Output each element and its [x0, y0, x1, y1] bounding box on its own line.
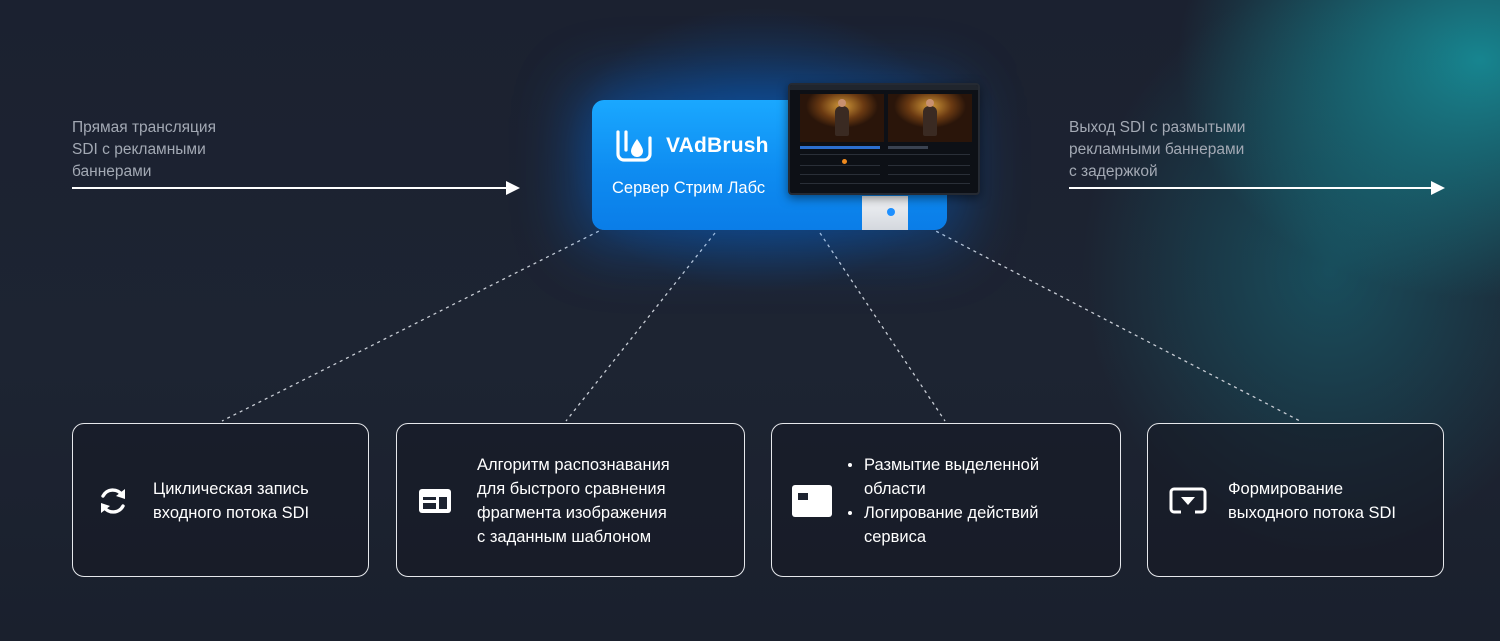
connector-line-2: [565, 232, 716, 422]
feature-text: Формирование выходного потока SDI: [1228, 480, 1396, 522]
monitor-stand: [862, 196, 908, 230]
feature-cyclic-recording: Циклическая запись входного потока SDI: [72, 423, 369, 577]
input-arrow: [72, 181, 520, 195]
feature-text: Алгоритм распознавания для быстрого срав…: [477, 456, 670, 546]
monitor-indicator: [887, 208, 895, 216]
connector-line-1: [221, 227, 606, 422]
feature-text: Циклическая запись входного потока SDI: [153, 480, 310, 522]
cycle-arrows-icon: [101, 488, 125, 514]
blur-area-icon: [792, 485, 832, 517]
feature-recognition-algorithm: Алгоритм распознавания для быстрого срав…: [396, 423, 745, 577]
feature-bullet-list: Размытие выделенной области Логирование …: [848, 453, 1114, 549]
video-preview-input: [800, 94, 884, 142]
brand-name: VAdBrush: [666, 134, 769, 157]
monitor-screenshot: [788, 83, 980, 195]
server-name: Сервер Стрим Лабс: [612, 179, 766, 197]
template-layout-icon: [419, 489, 451, 513]
connector-line-3: [819, 232, 946, 422]
list-item: Логирование действий сервиса: [848, 501, 1114, 549]
screen-output-icon: [1169, 487, 1207, 514]
input-flow-label: Прямая трансляция SDI с рекламными банне…: [72, 119, 216, 180]
output-arrow: [1069, 181, 1445, 195]
connector-line-4: [929, 227, 1301, 422]
list-item: Размытие выделенной области: [848, 453, 1114, 501]
video-preview-output: [888, 94, 972, 142]
feature-output-formation: Формирование выходного потока SDI: [1147, 423, 1444, 577]
vadbrush-logo-icon: [616, 130, 652, 162]
output-flow-label: Выход SDI с размытыми рекламными баннера…: [1069, 119, 1246, 180]
feature-blur-logging: Размытие выделенной области Логирование …: [771, 423, 1121, 577]
